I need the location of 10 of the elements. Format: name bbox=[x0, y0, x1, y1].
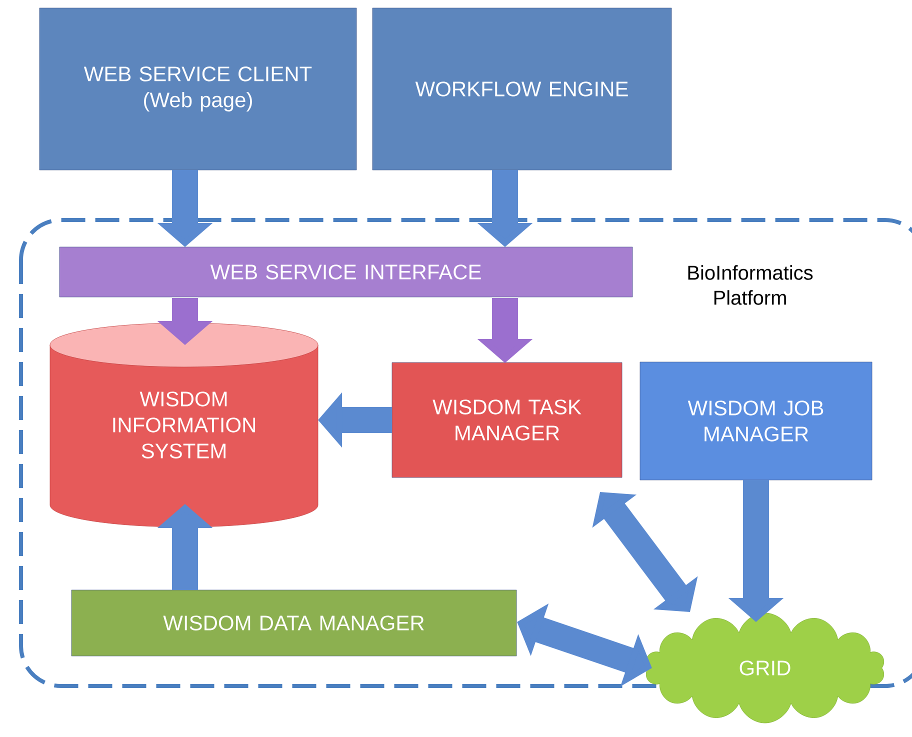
database-cylinder: WISDOM INFORMATION SYSTEM bbox=[50, 322, 318, 528]
region-label: BioInformatics Platform bbox=[688, 265, 813, 305]
grid-cloud: GRID bbox=[646, 612, 884, 724]
manager-box: WISDOM JOB MANAGER bbox=[640, 362, 872, 480]
manager-box: WISDOM TASK MANAGER bbox=[392, 362, 622, 478]
service-box: WORKFLOW ENGINE bbox=[372, 8, 672, 170]
block-arrow bbox=[592, 492, 698, 612]
service-box: WEB SERVICE CLIENT (Web page) bbox=[39, 8, 357, 170]
manager-box: WISDOM DATA MANAGER bbox=[71, 590, 517, 656]
interface-bar: WEB SERVICE INTERFACE bbox=[59, 246, 633, 298]
